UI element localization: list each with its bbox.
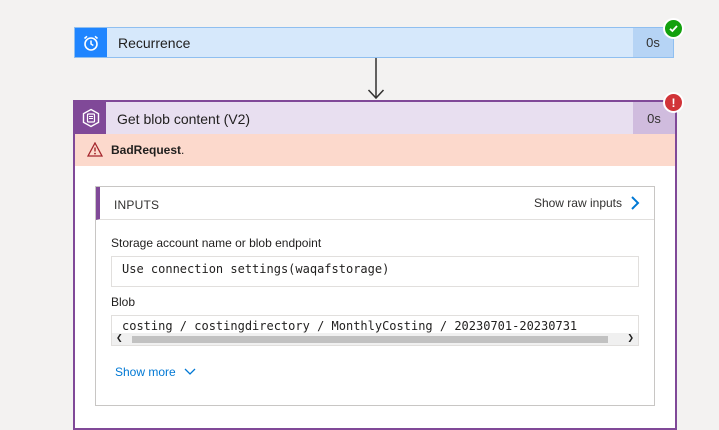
chevron-right-icon: [631, 196, 640, 210]
storage-account-value[interactable]: Use connection settings(waqafstorage): [111, 256, 639, 287]
inputs-header: INPUTS Show raw inputs: [96, 187, 654, 220]
warning-icon: [87, 142, 103, 157]
chevron-down-icon: [184, 368, 196, 375]
error-suffix: .: [181, 143, 185, 157]
scroll-left-icon[interactable]: ❮: [116, 331, 123, 344]
error-exclamation-icon: !: [663, 92, 684, 113]
alarm-clock-icon: [75, 28, 107, 57]
blob-label: Blob: [111, 295, 136, 309]
storage-account-label: Storage account name or blob endpoint: [111, 236, 322, 250]
error-banner: BadRequest.: [75, 134, 675, 166]
show-more-label: Show more: [115, 365, 176, 379]
success-check-icon: [663, 18, 684, 39]
recurrence-step[interactable]: Recurrence 0s: [74, 27, 674, 58]
blob-step-header[interactable]: Get blob content (V2) 0s: [73, 100, 677, 134]
scrollbar-thumb[interactable]: [132, 336, 608, 343]
blob-value[interactable]: costing / costingdirectory / MonthlyCost…: [111, 315, 639, 346]
inputs-label: INPUTS: [114, 198, 160, 212]
recurrence-title: Recurrence: [118, 35, 191, 51]
blob-value-text: costing / costingdirectory / MonthlyCost…: [122, 319, 578, 333]
scroll-right-icon[interactable]: ❯: [627, 331, 634, 344]
horizontal-scrollbar[interactable]: ❮ ❯: [112, 331, 638, 345]
storage-account-value-text: Use connection settings(waqafstorage): [122, 262, 390, 276]
show-more-button[interactable]: Show more: [115, 365, 196, 379]
error-label: BadRequest: [111, 143, 182, 157]
connector-arrow-icon: [367, 58, 385, 100]
error-message: BadRequest.: [111, 143, 184, 157]
show-raw-inputs-button[interactable]: Show raw inputs: [534, 195, 640, 211]
inputs-panel: INPUTS Show raw inputs Storage account n…: [95, 186, 655, 406]
recurrence-duration: 0s: [633, 28, 673, 57]
blob-step-title: Get blob content (V2): [117, 111, 251, 127]
show-raw-inputs-label: Show raw inputs: [533, 196, 622, 210]
storage-blob-icon: [75, 102, 106, 134]
